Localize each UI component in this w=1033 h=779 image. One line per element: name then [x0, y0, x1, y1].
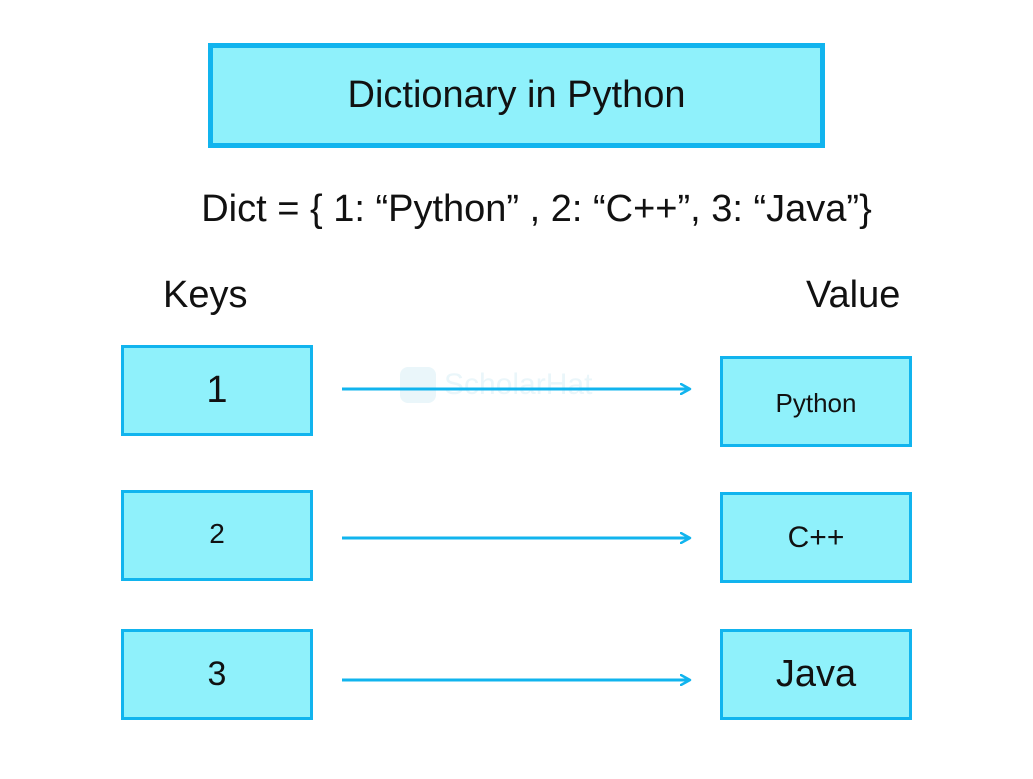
value-label-2: C++ — [787, 520, 845, 554]
value-label-1: Python — [775, 388, 857, 418]
value-box-1: Python — [720, 356, 912, 447]
key-box-3: 3 — [121, 629, 313, 720]
value-box-3: Java — [720, 629, 912, 720]
dict-expression: Dict = { 1: “Python” , 2: “C++”, 3: “Jav… — [201, 188, 872, 230]
watermark-logo-icon — [400, 367, 436, 403]
title-box: Dictionary in Python — [208, 43, 825, 148]
keys-heading: Keys — [163, 274, 248, 316]
key-label-1: 1 — [206, 369, 228, 411]
key-label-3: 3 — [207, 655, 227, 693]
key-box-1: 1 — [121, 345, 313, 436]
value-label-3: Java — [775, 653, 857, 695]
watermark: ScholarHat — [400, 367, 592, 403]
value-heading: Value — [806, 274, 901, 316]
value-box-2: C++ — [720, 492, 912, 583]
diagram-title: Dictionary in Python — [347, 74, 686, 116]
key-label-2: 2 — [209, 517, 225, 549]
watermark-text: ScholarHat — [444, 368, 593, 401]
key-box-2: 2 — [121, 490, 313, 581]
